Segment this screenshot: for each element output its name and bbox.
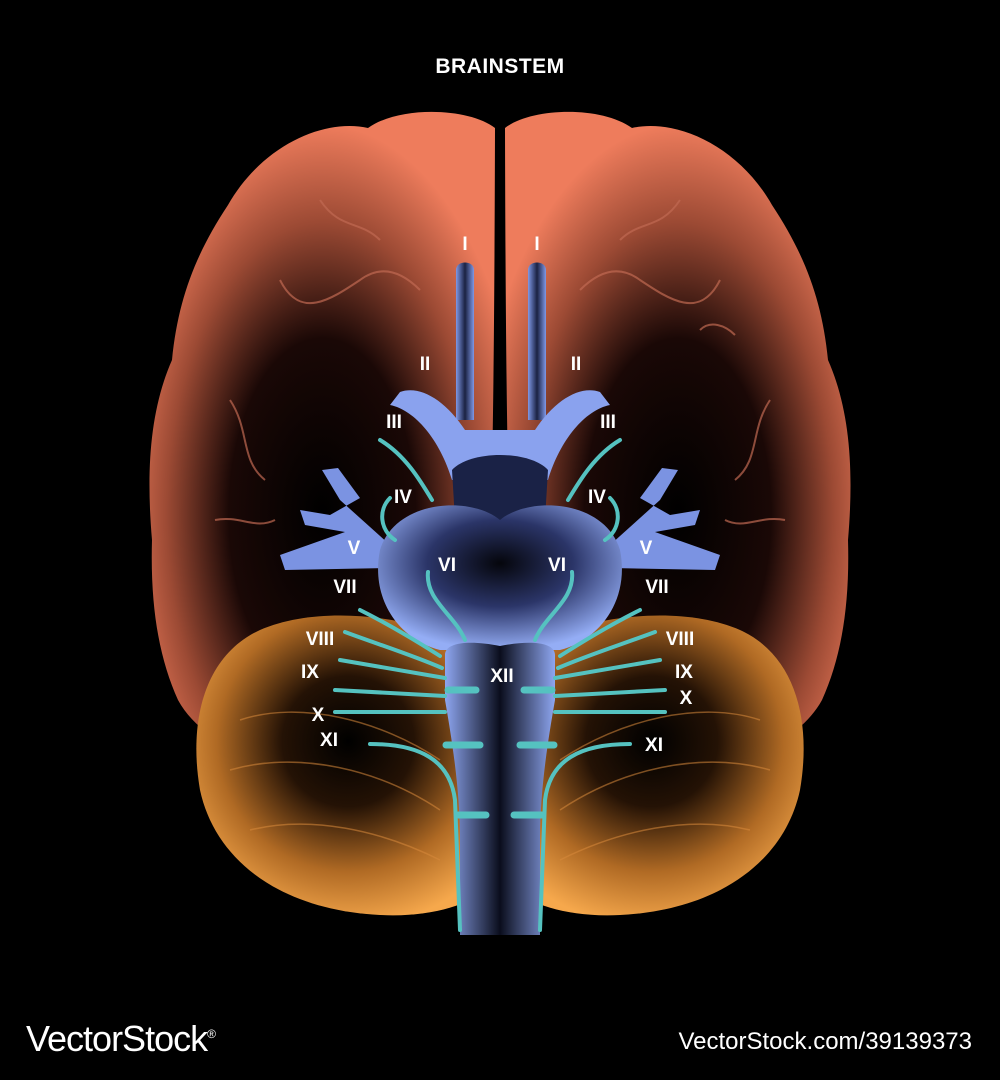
label-center-XII: XII (490, 666, 513, 687)
left-cerebellar-hemisphere (196, 615, 500, 916)
brainstem-diagram: BRAINSTEM I II III IV V VI VII VIII IX X… (149, 55, 851, 935)
right-trochlear-nerve (603, 496, 620, 542)
trigeminal-nerves (280, 468, 720, 570)
right-facial-nerve (558, 608, 642, 658)
label-left-IX: IX (301, 662, 319, 683)
right-trigeminal-nerve (610, 468, 720, 570)
label-right-V: V (640, 538, 653, 559)
label-left-II: II (420, 354, 431, 375)
cerebellum (196, 615, 804, 916)
medulla (445, 642, 555, 935)
right-oculomotor-nerve (566, 438, 622, 502)
label-right-IX: IX (675, 662, 693, 683)
pons (378, 505, 622, 650)
watermark-brand-text: VectorStock (26, 1018, 208, 1059)
label-right-VI: VI (548, 555, 566, 576)
cerebellar-folia (229, 711, 771, 861)
left-trochlear-nerve (380, 496, 397, 542)
chiasm-shadow (452, 455, 548, 520)
left-vestibulocochlear-nerve (343, 630, 444, 670)
label-left-III: III (386, 412, 402, 433)
sulci (214, 199, 786, 525)
watermark-stock-id: VectorStock.com/39139373 (678, 1028, 972, 1055)
optic-chiasm (390, 390, 610, 480)
label-left-VII: VII (333, 577, 356, 598)
watermark-brand: VectorStock® (26, 1018, 216, 1060)
label-left-V: V (348, 538, 361, 559)
right-olfactory-tract (528, 262, 546, 420)
registered-mark: ® (207, 1027, 216, 1041)
left-abducens-nerve (425, 570, 467, 642)
label-left-VI: VI (438, 555, 456, 576)
left-glossopharyngeal-nerve (338, 658, 447, 680)
label-right-VIII: VIII (666, 629, 695, 650)
label-right-II: II (571, 354, 582, 375)
label-left-IV: IV (394, 487, 412, 508)
right-glossopharyngeal-nerve (553, 658, 662, 680)
left-vagus-nerve (333, 688, 447, 698)
left-facial-nerve (358, 608, 442, 658)
footer-bar (0, 1000, 1000, 1080)
left-trigeminal-nerve (280, 468, 390, 570)
diagram-title: BRAINSTEM (435, 55, 564, 78)
left-oculomotor-nerve (378, 438, 434, 502)
left-accessory-nerve (368, 742, 462, 932)
label-left-VIII: VIII (306, 629, 335, 650)
label-left-XI: XI (320, 730, 338, 751)
right-vestibulocochlear-nerve (556, 630, 657, 670)
right-nerve-labels: I II III IV V VI VII VIII IX X XI (534, 234, 694, 756)
cranial-nerve-fibers (333, 438, 667, 932)
left-nerve-labels: I II III IV V VI VII VIII IX X XI (301, 234, 468, 751)
right-vagus-nerve (553, 688, 667, 698)
olfactory-tracts (456, 262, 546, 420)
label-left-I: I (462, 234, 467, 255)
left-olfactory-tract (456, 262, 474, 420)
right-accessory-nerve (538, 742, 632, 932)
right-abducens-nerve (533, 570, 575, 642)
label-right-III: III (600, 412, 616, 433)
label-right-I: I (534, 234, 539, 255)
label-right-VII: VII (645, 577, 668, 598)
label-right-XI: XI (645, 735, 663, 756)
label-right-IV: IV (588, 487, 606, 508)
label-left-X: X (312, 705, 325, 726)
label-right-X: X (680, 688, 693, 709)
right-cerebellar-hemisphere (500, 615, 804, 916)
